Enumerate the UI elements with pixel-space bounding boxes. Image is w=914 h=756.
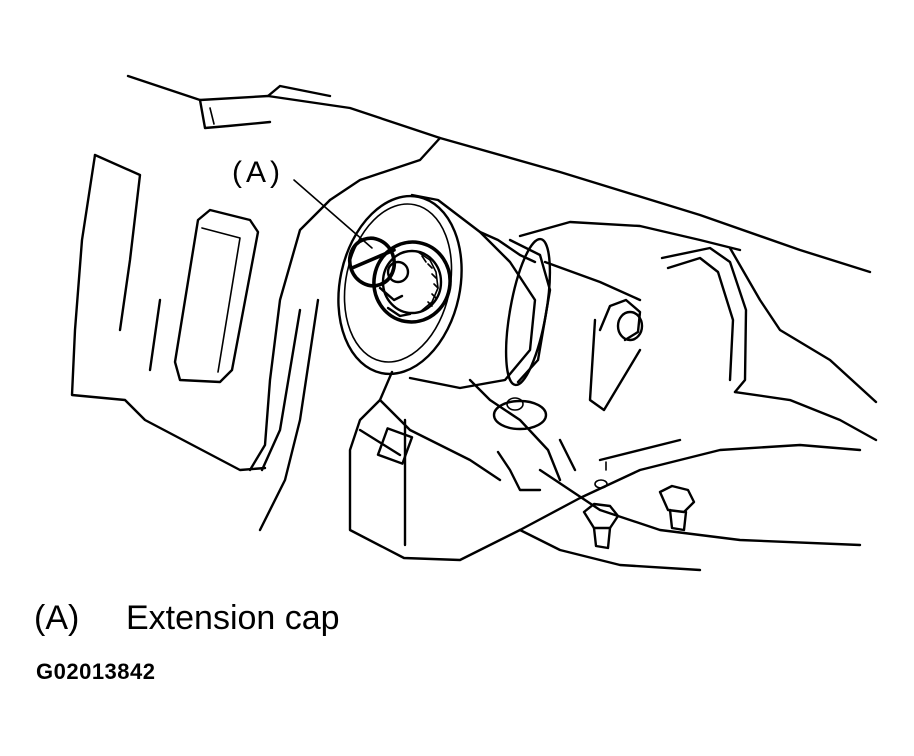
callout-label: (A) (232, 156, 284, 189)
column-housing (337, 193, 742, 390)
figure-id: G02013842 (36, 659, 156, 684)
mounting-bracket (348, 298, 644, 562)
steering-column-illustration: (A) (70, 74, 878, 572)
callout-a: (A) (232, 156, 373, 249)
legend-description: Extension cap (126, 598, 340, 637)
bolts (582, 461, 696, 550)
right-panel (518, 246, 878, 572)
dashboard-panel (126, 74, 872, 472)
legend: (A) Extension cap (34, 596, 340, 640)
extension-cap-assembly (347, 236, 452, 324)
legend-key: (A) (34, 598, 80, 637)
left-console (70, 153, 320, 532)
